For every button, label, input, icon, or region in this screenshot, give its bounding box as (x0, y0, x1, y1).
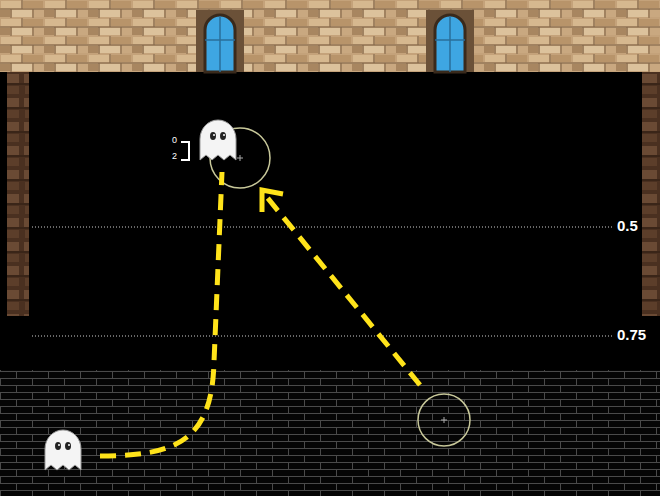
motion-path (100, 172, 222, 456)
stone-pillar (642, 72, 660, 316)
target-circle (418, 394, 470, 446)
ghost-sprite (45, 430, 81, 470)
arrow-head (262, 190, 283, 212)
counter-digit: 2 (172, 152, 177, 161)
window (196, 10, 244, 72)
height-label: 0.5 (617, 218, 638, 233)
height-line (32, 227, 614, 228)
height-line (32, 336, 614, 337)
castle-wall (0, 0, 660, 72)
counter-digit: 0 (172, 136, 177, 145)
bracket (181, 142, 189, 160)
brick-floor (0, 370, 660, 496)
motion-path (266, 196, 420, 385)
ghost-sprite (200, 120, 236, 160)
window (426, 10, 474, 72)
height-label: 0.75 (617, 327, 646, 342)
stone-pillar (7, 72, 29, 316)
